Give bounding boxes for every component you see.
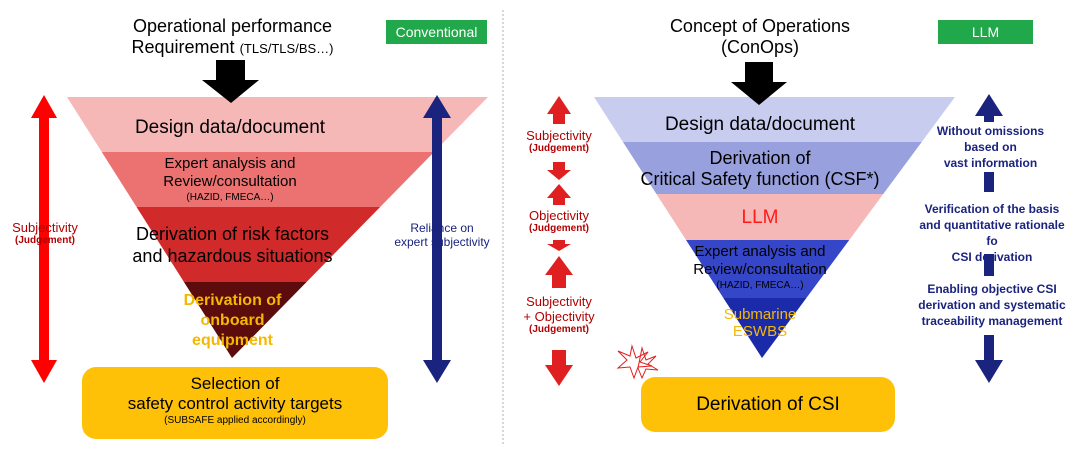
left-reliance-line1: Reliance on	[410, 221, 474, 235]
right-objectivity-line2: (Judgement)	[529, 223, 589, 234]
right-subjectivity-line1: Subjectivity	[526, 128, 592, 143]
left-header-small: (TLS/TLS/BS…)	[239, 41, 334, 56]
right-csi-box: Derivation of CSI	[641, 377, 895, 432]
left-expert-line1: Expert analysis and	[164, 155, 296, 172]
right-mix-line3: (Judgement)	[529, 324, 589, 335]
right-enabling-line3: traceability management	[921, 314, 1063, 328]
right-eswbs-line2: ESWBS	[732, 323, 788, 340]
right-objectivity-line1: Objectivity	[529, 208, 589, 223]
right-expert-small: (HAZID, FMECA…)	[716, 280, 804, 291]
left-onboard-line3: equipment	[192, 332, 273, 349]
left-reliance-label: Reliance on expert subjectivity	[386, 221, 498, 249]
left-risk-line1: Derivation of risk factors	[135, 224, 330, 244]
right-header-line1: Concept of Operations	[669, 16, 851, 36]
right-verification-line1: Verification of the basis	[924, 202, 1060, 216]
left-reliance-line2: expert subjectivity	[394, 235, 490, 249]
right-omissions-line2: based on	[964, 140, 1017, 154]
right-expert-line1: Expert analysis and	[694, 243, 826, 260]
right-mix-label: Subjectivity + Objectivity (Judgement)	[504, 294, 614, 335]
right-eswbs-line1: Submarine	[723, 306, 797, 323]
left-expert-line2: Review/consultation	[163, 173, 297, 190]
right-header-arrow	[731, 62, 787, 105]
right-csi-label: Derivation of CSI	[696, 394, 840, 415]
left-header-arrow	[202, 60, 259, 103]
left-header-line1: Operational performance	[132, 16, 333, 36]
left-design-label: Design data/document	[134, 117, 326, 138]
right-omissions-label: Without omissions based on vast informat…	[918, 123, 1063, 171]
right-verification-label: Verification of the basis and quantitati…	[912, 201, 1072, 265]
left-onboard-label: Derivation of onboard equipment	[160, 291, 305, 351]
right-expert-line2: Review/consultation	[693, 261, 827, 278]
left-subjectivity-label: Subjectivity (Judgement)	[0, 220, 90, 246]
left-target-small: (SUBSAFE applied accordingly)	[164, 415, 306, 426]
right-header-line2: (ConOps)	[720, 37, 800, 57]
left-subjectivity-arrow	[31, 95, 57, 383]
left-subjectivity-line2: (Judgement)	[15, 235, 75, 246]
left-target-line2: safety control activity targets	[127, 394, 343, 413]
red-doodle-icon	[616, 344, 659, 380]
right-eswbs-label: Submarine ESWBS	[700, 306, 820, 340]
right-enabling-line1: Enabling objective CSI	[927, 282, 1057, 296]
right-enabling-label: Enabling objective CSI derivation and sy…	[912, 281, 1072, 329]
left-target-line1: Selection of	[190, 374, 280, 393]
right-header: Concept of Operations (ConOps)	[650, 16, 870, 58]
left-target-box: Selection of safety control activity tar…	[82, 367, 388, 439]
right-mix-line2: + Objectivity	[523, 309, 595, 324]
right-llm-label: LLM	[741, 207, 779, 228]
right-verification-line3: CSI derivation	[951, 250, 1033, 264]
right-subjectivity-label: Subjectivity (Judgement)	[504, 128, 614, 154]
left-header-line2: Requirement (TLS/TLS/BS…)	[110, 37, 355, 59]
right-design-label: Design data/document	[664, 114, 856, 135]
left-band-design	[67, 97, 488, 152]
right-enabling-line2: derivation and systematic	[918, 298, 1066, 312]
right-omissions-line3: vast information	[943, 156, 1038, 170]
right-verification-line2: and quantitative rationale fo	[919, 218, 1065, 248]
right-objectivity-label: Objectivity (Judgement)	[504, 208, 614, 234]
right-band-design	[594, 97, 955, 142]
left-subjectivity-line1: Subjectivity	[12, 220, 78, 235]
left-header-requirement: Requirement	[131, 37, 235, 57]
llm-tag: LLM	[938, 20, 1033, 44]
left-reliance-arrow	[423, 95, 451, 383]
right-csf-label: Derivation of Critical Safety function (…	[610, 148, 910, 190]
right-expert-label: Expert analysis and Review/consultation …	[660, 243, 860, 293]
right-mix-line1: Subjectivity	[526, 294, 592, 309]
right-csf-line1: Derivation of	[709, 148, 811, 168]
left-risk-label: Derivation of risk factors and hazardous…	[110, 223, 355, 267]
left-onboard-line1: Derivation of	[183, 292, 282, 309]
left-onboard-line2: onboard	[200, 312, 265, 329]
right-navy-arrows	[975, 94, 1003, 383]
left-risk-line2: and hazardous situations	[132, 246, 333, 266]
conventional-tag: Conventional	[386, 20, 487, 44]
left-expert-small: (HAZID, FMECA…)	[186, 192, 274, 203]
right-omissions-line1: Without omissions	[936, 124, 1045, 138]
right-subjectivity-arrows	[545, 96, 573, 386]
left-header: Operational performance Requirement (TLS…	[110, 16, 355, 59]
left-expert-label: Expert analysis and Review/consultation …	[110, 155, 350, 205]
right-csf-line2: Critical Safety function (CSF*)	[640, 169, 880, 189]
right-subjectivity-line2: (Judgement)	[529, 143, 589, 154]
